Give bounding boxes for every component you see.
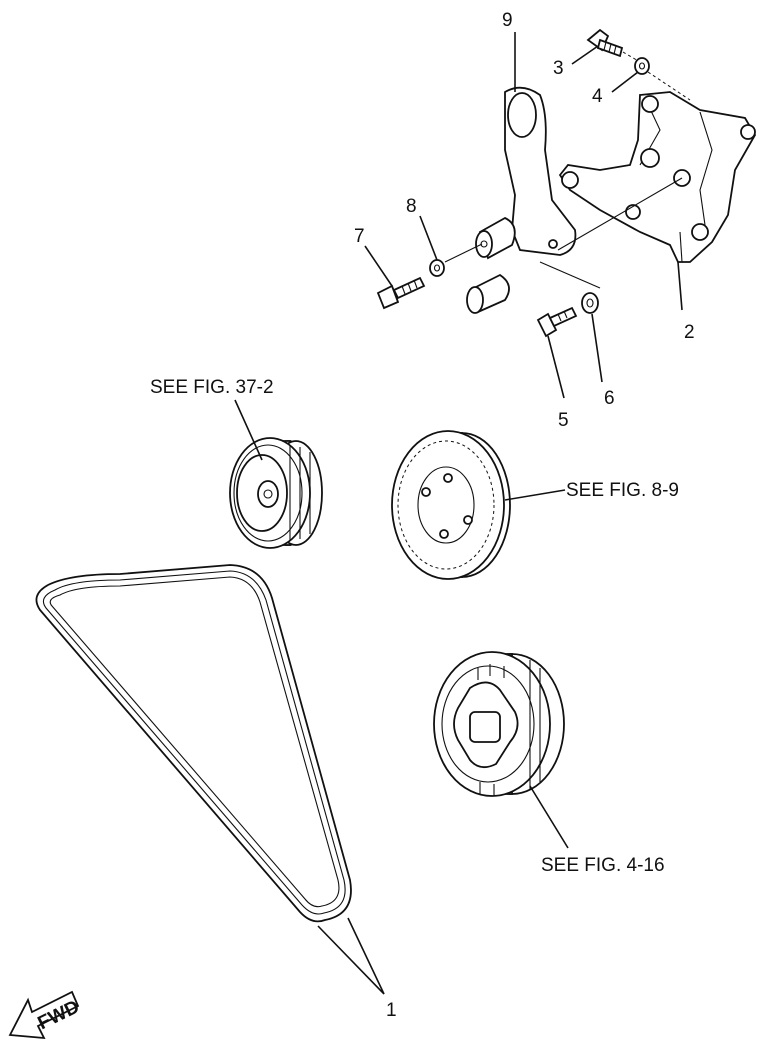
bracket-part [558,91,757,263]
callout-3: 3 [553,58,564,79]
callout-4: 4 [592,86,603,107]
callout-9: 9 [502,10,513,31]
water-pump-pulley [391,430,511,580]
ref-crank: SEE FIG. 4-16 [541,855,665,876]
adjust-plate-part [504,86,577,256]
ref-water-pump: SEE FIG. 8-9 [566,480,679,501]
bolt-3-part [586,28,624,58]
callout-2: 2 [684,322,695,343]
callout-5: 5 [558,410,569,431]
washer-4-part [634,57,650,75]
leader-lines [234,32,683,995]
callout-7: 7 [354,226,365,247]
alternator-pulley [229,437,323,549]
bolt-7-part [376,276,426,310]
washer-6-part [581,292,599,314]
callout-1: 1 [386,1000,397,1021]
washer-8-part [429,259,445,277]
crank-pulley [433,651,565,797]
ref-alternator: SEE FIG. 37-2 [150,377,274,398]
callout-6: 6 [604,388,615,409]
bolt-5-part [536,306,578,338]
fwd-arrow-icon: FWD [8,990,83,1040]
assembly-lines [444,51,691,289]
drive-belt-part [35,564,352,923]
spacer-collars [466,216,516,314]
callout-8: 8 [406,196,417,217]
